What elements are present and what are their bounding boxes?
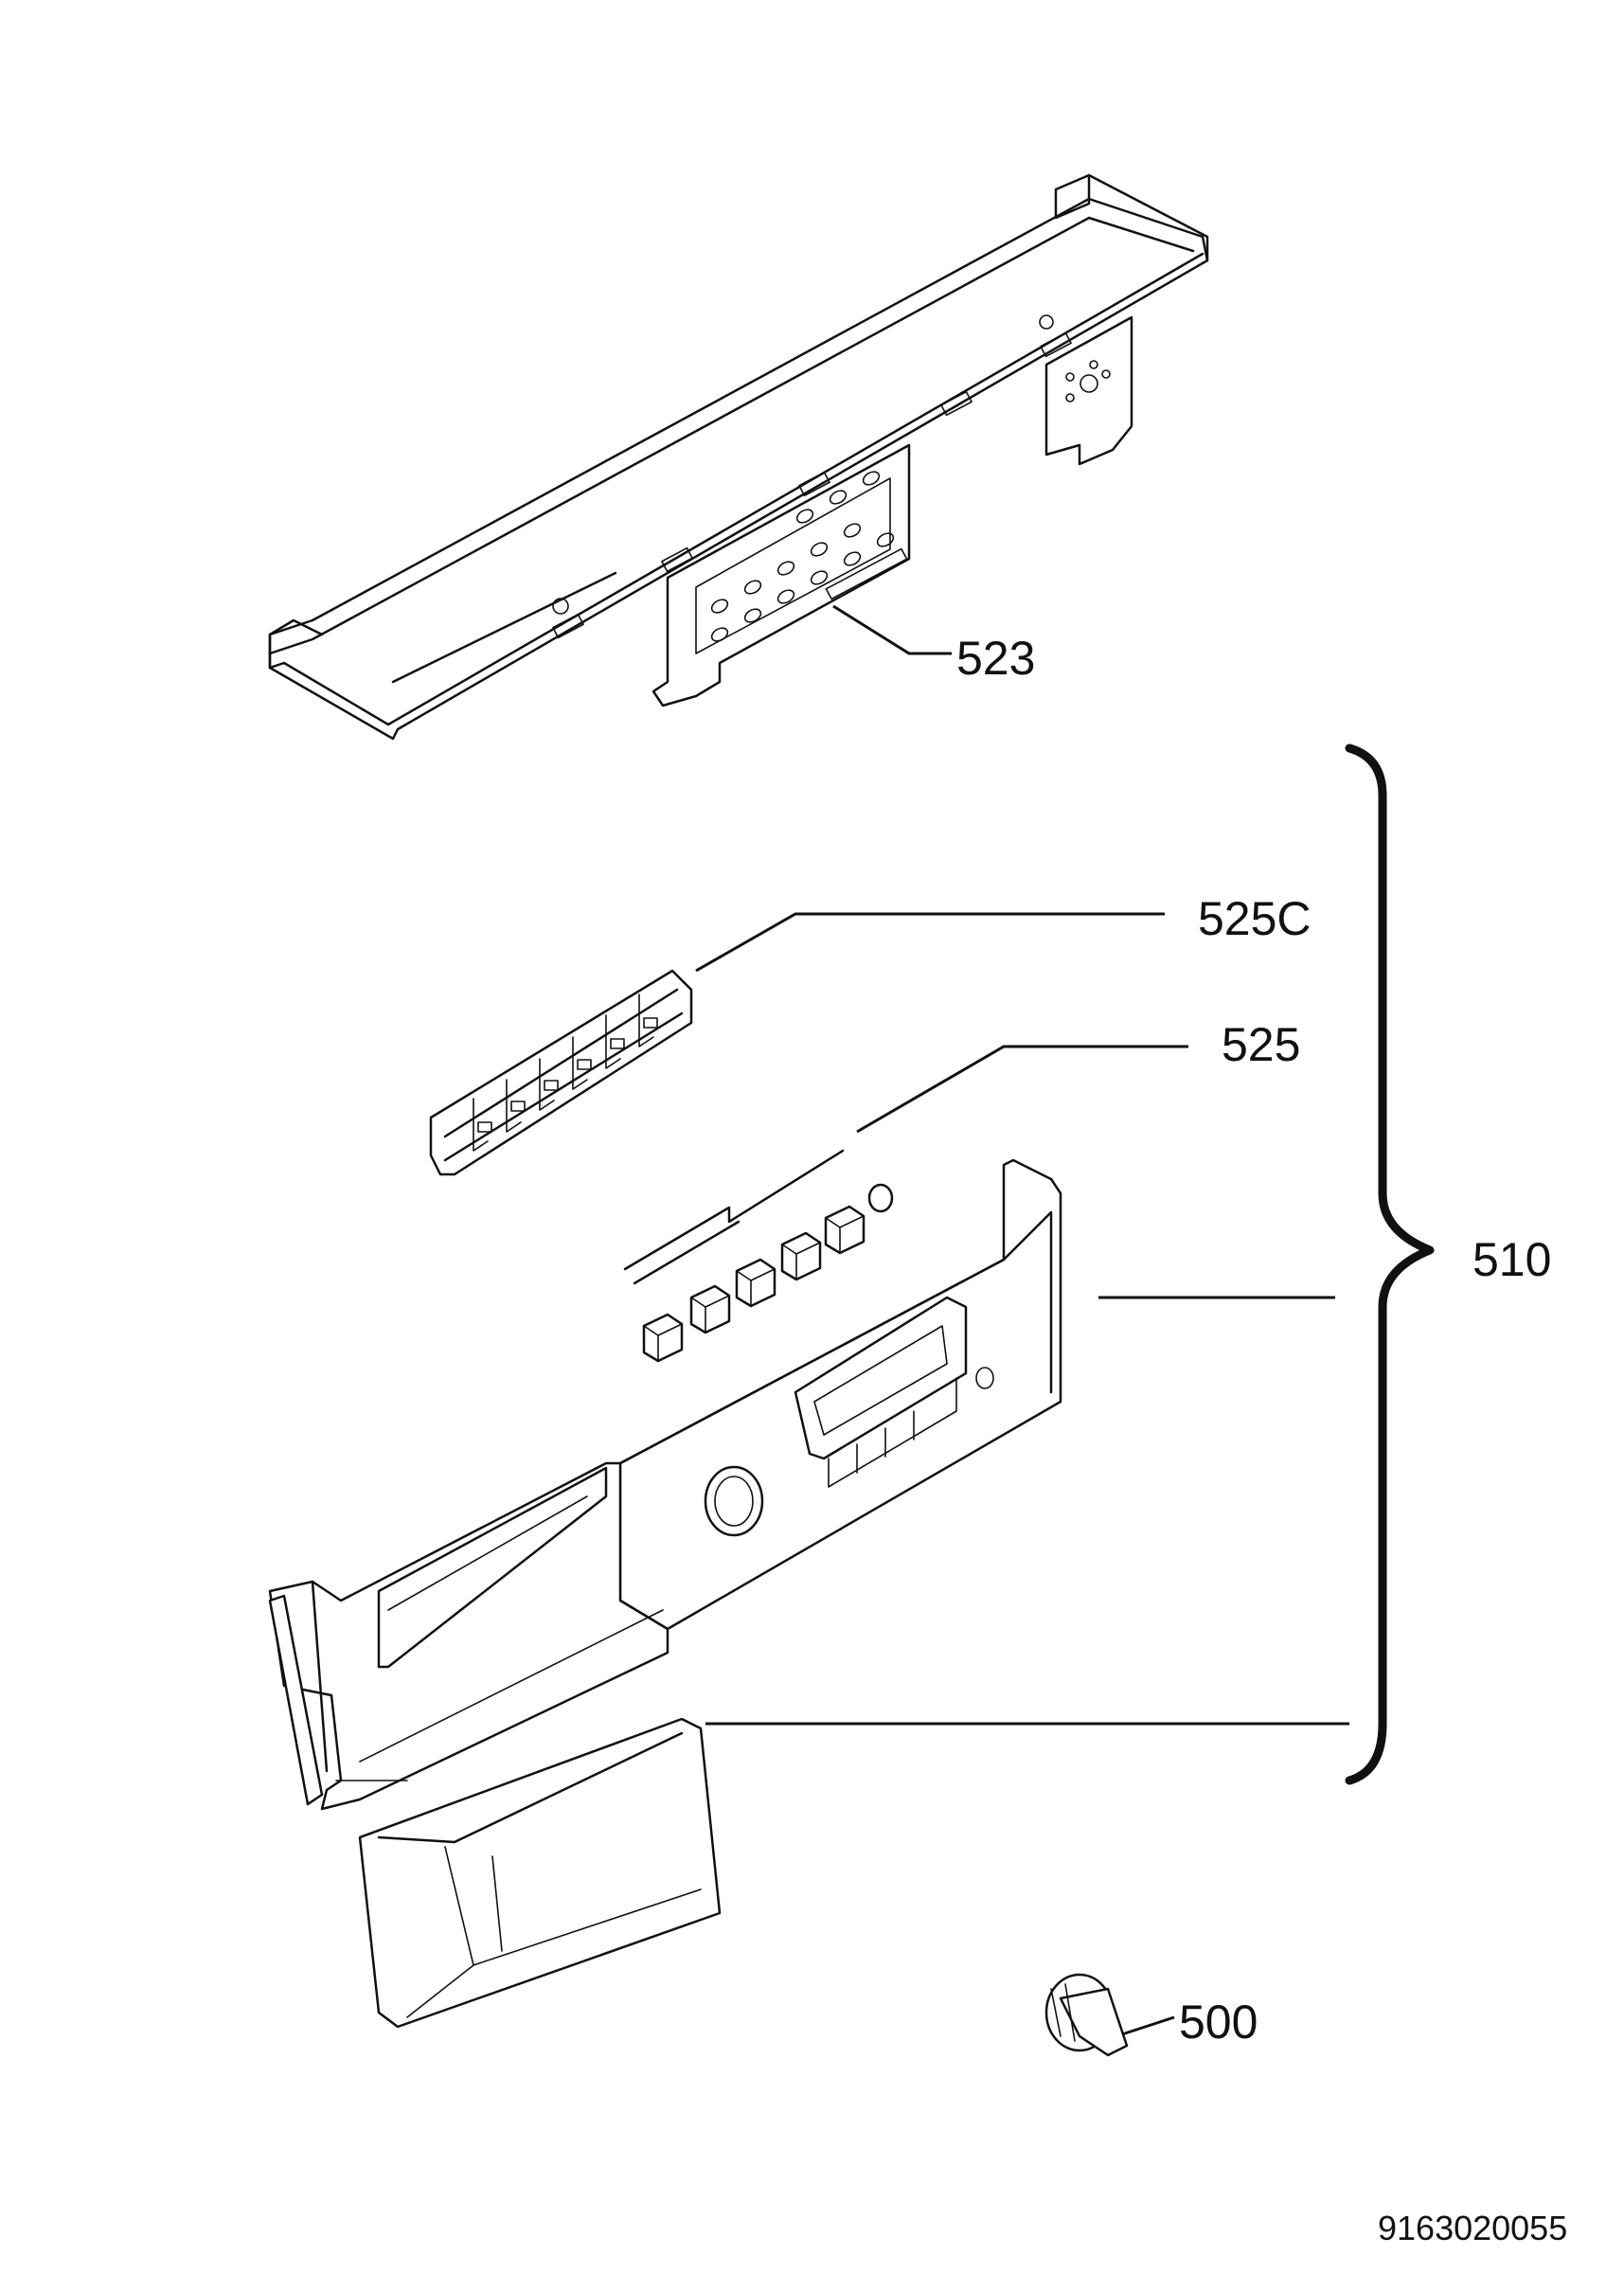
label-500: 500 — [1179, 1996, 1258, 2049]
label-525c: 525C — [1198, 892, 1312, 945]
knob-500 — [1044, 1973, 1175, 2057]
support-rail-523 — [268, 173, 1209, 741]
drawer-front — [358, 1717, 722, 2029]
document-number: 9163020055 — [1378, 2209, 1568, 2247]
label-523: 523 — [956, 632, 1036, 685]
brace-510 — [1345, 743, 1435, 1785]
push-buttons-525 — [623, 1045, 1188, 1363]
label-525: 525 — [1222, 1018, 1301, 1071]
label-510: 510 — [1472, 1233, 1552, 1286]
switch-holder-525c — [429, 912, 1165, 1176]
control-panel-510 — [268, 1158, 1349, 1811]
